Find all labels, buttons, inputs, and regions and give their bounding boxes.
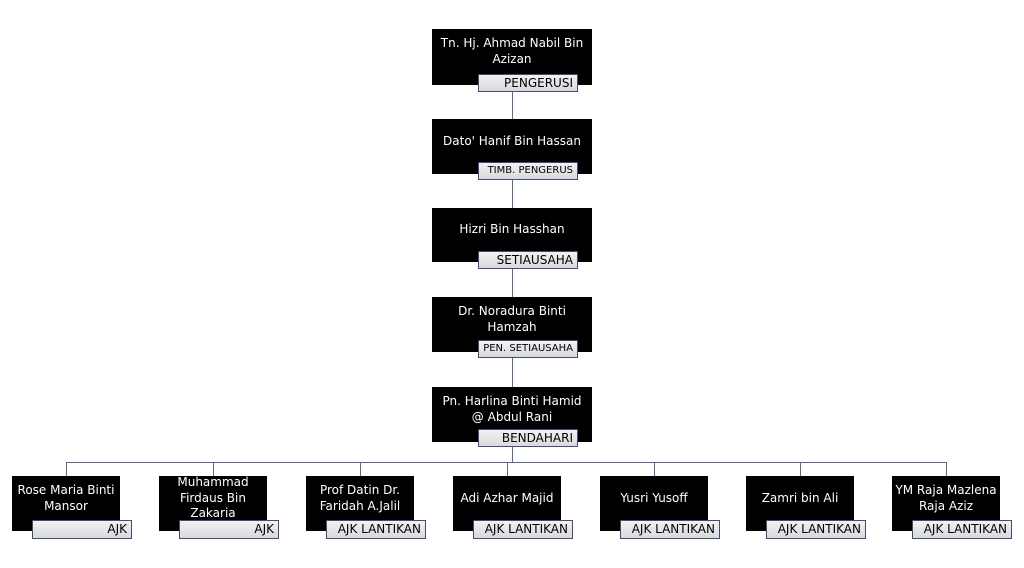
connector-line [512,180,513,208]
person-name: Dato' Hanif Bin Hassan [443,133,581,148]
role-label: AJK LANTIKAN [912,520,1012,539]
person-name: Hizri Bin Hasshan [459,222,565,237]
connector-drop [213,462,214,476]
role-label: AJK [32,520,132,539]
person-name: Dr. Noradura Binti Hamzah [458,303,566,334]
connector-drop [360,462,361,476]
role-label: AJK [179,520,279,539]
person-name: Tn. Hj. Ahmad Nabil Bin Azizan [440,36,584,66]
connector-line [512,269,513,297]
person-name: Yusri Yusoff [620,490,688,505]
connector-drop [800,462,801,476]
role-label: PENGERUSI [478,74,578,92]
role-label: AJK LANTIKAN [473,520,573,539]
role-label: AJK LANTIKAN [766,520,866,539]
person-name: Rose Maria Binti Mansor [17,482,115,513]
connector-line [512,446,513,462]
connector-line [512,91,513,119]
person-name: Zamri bin Ali [761,490,839,505]
role-label: SETIAUSAHA [478,251,578,269]
person-name: Adi Azhar Majid [460,490,554,505]
connector-drop [654,462,655,476]
person-name: Prof Datin Dr. Faridah A.Jalil [319,482,401,513]
connector-drop [507,462,508,476]
role-label: AJK LANTIKAN [326,520,426,539]
person-name: YM Raja Mazlena Raja Aziz [895,482,997,513]
role-label: BENDAHARI [478,429,578,447]
connector-drop [946,462,947,476]
person-name: Pn. Harlina Binti Hamid @ Abdul Rani [442,393,582,424]
person-name: Muhammad Firdaus Bin Zakaria [177,475,249,521]
role-label: PEN. SETIAUSAHA [478,340,578,358]
connector-drop [66,462,67,476]
connector-line [512,357,513,387]
role-label: TIMB. PENGERUS [478,162,578,180]
connector-bus [66,462,947,463]
role-label: AJK LANTIKAN [620,520,720,539]
